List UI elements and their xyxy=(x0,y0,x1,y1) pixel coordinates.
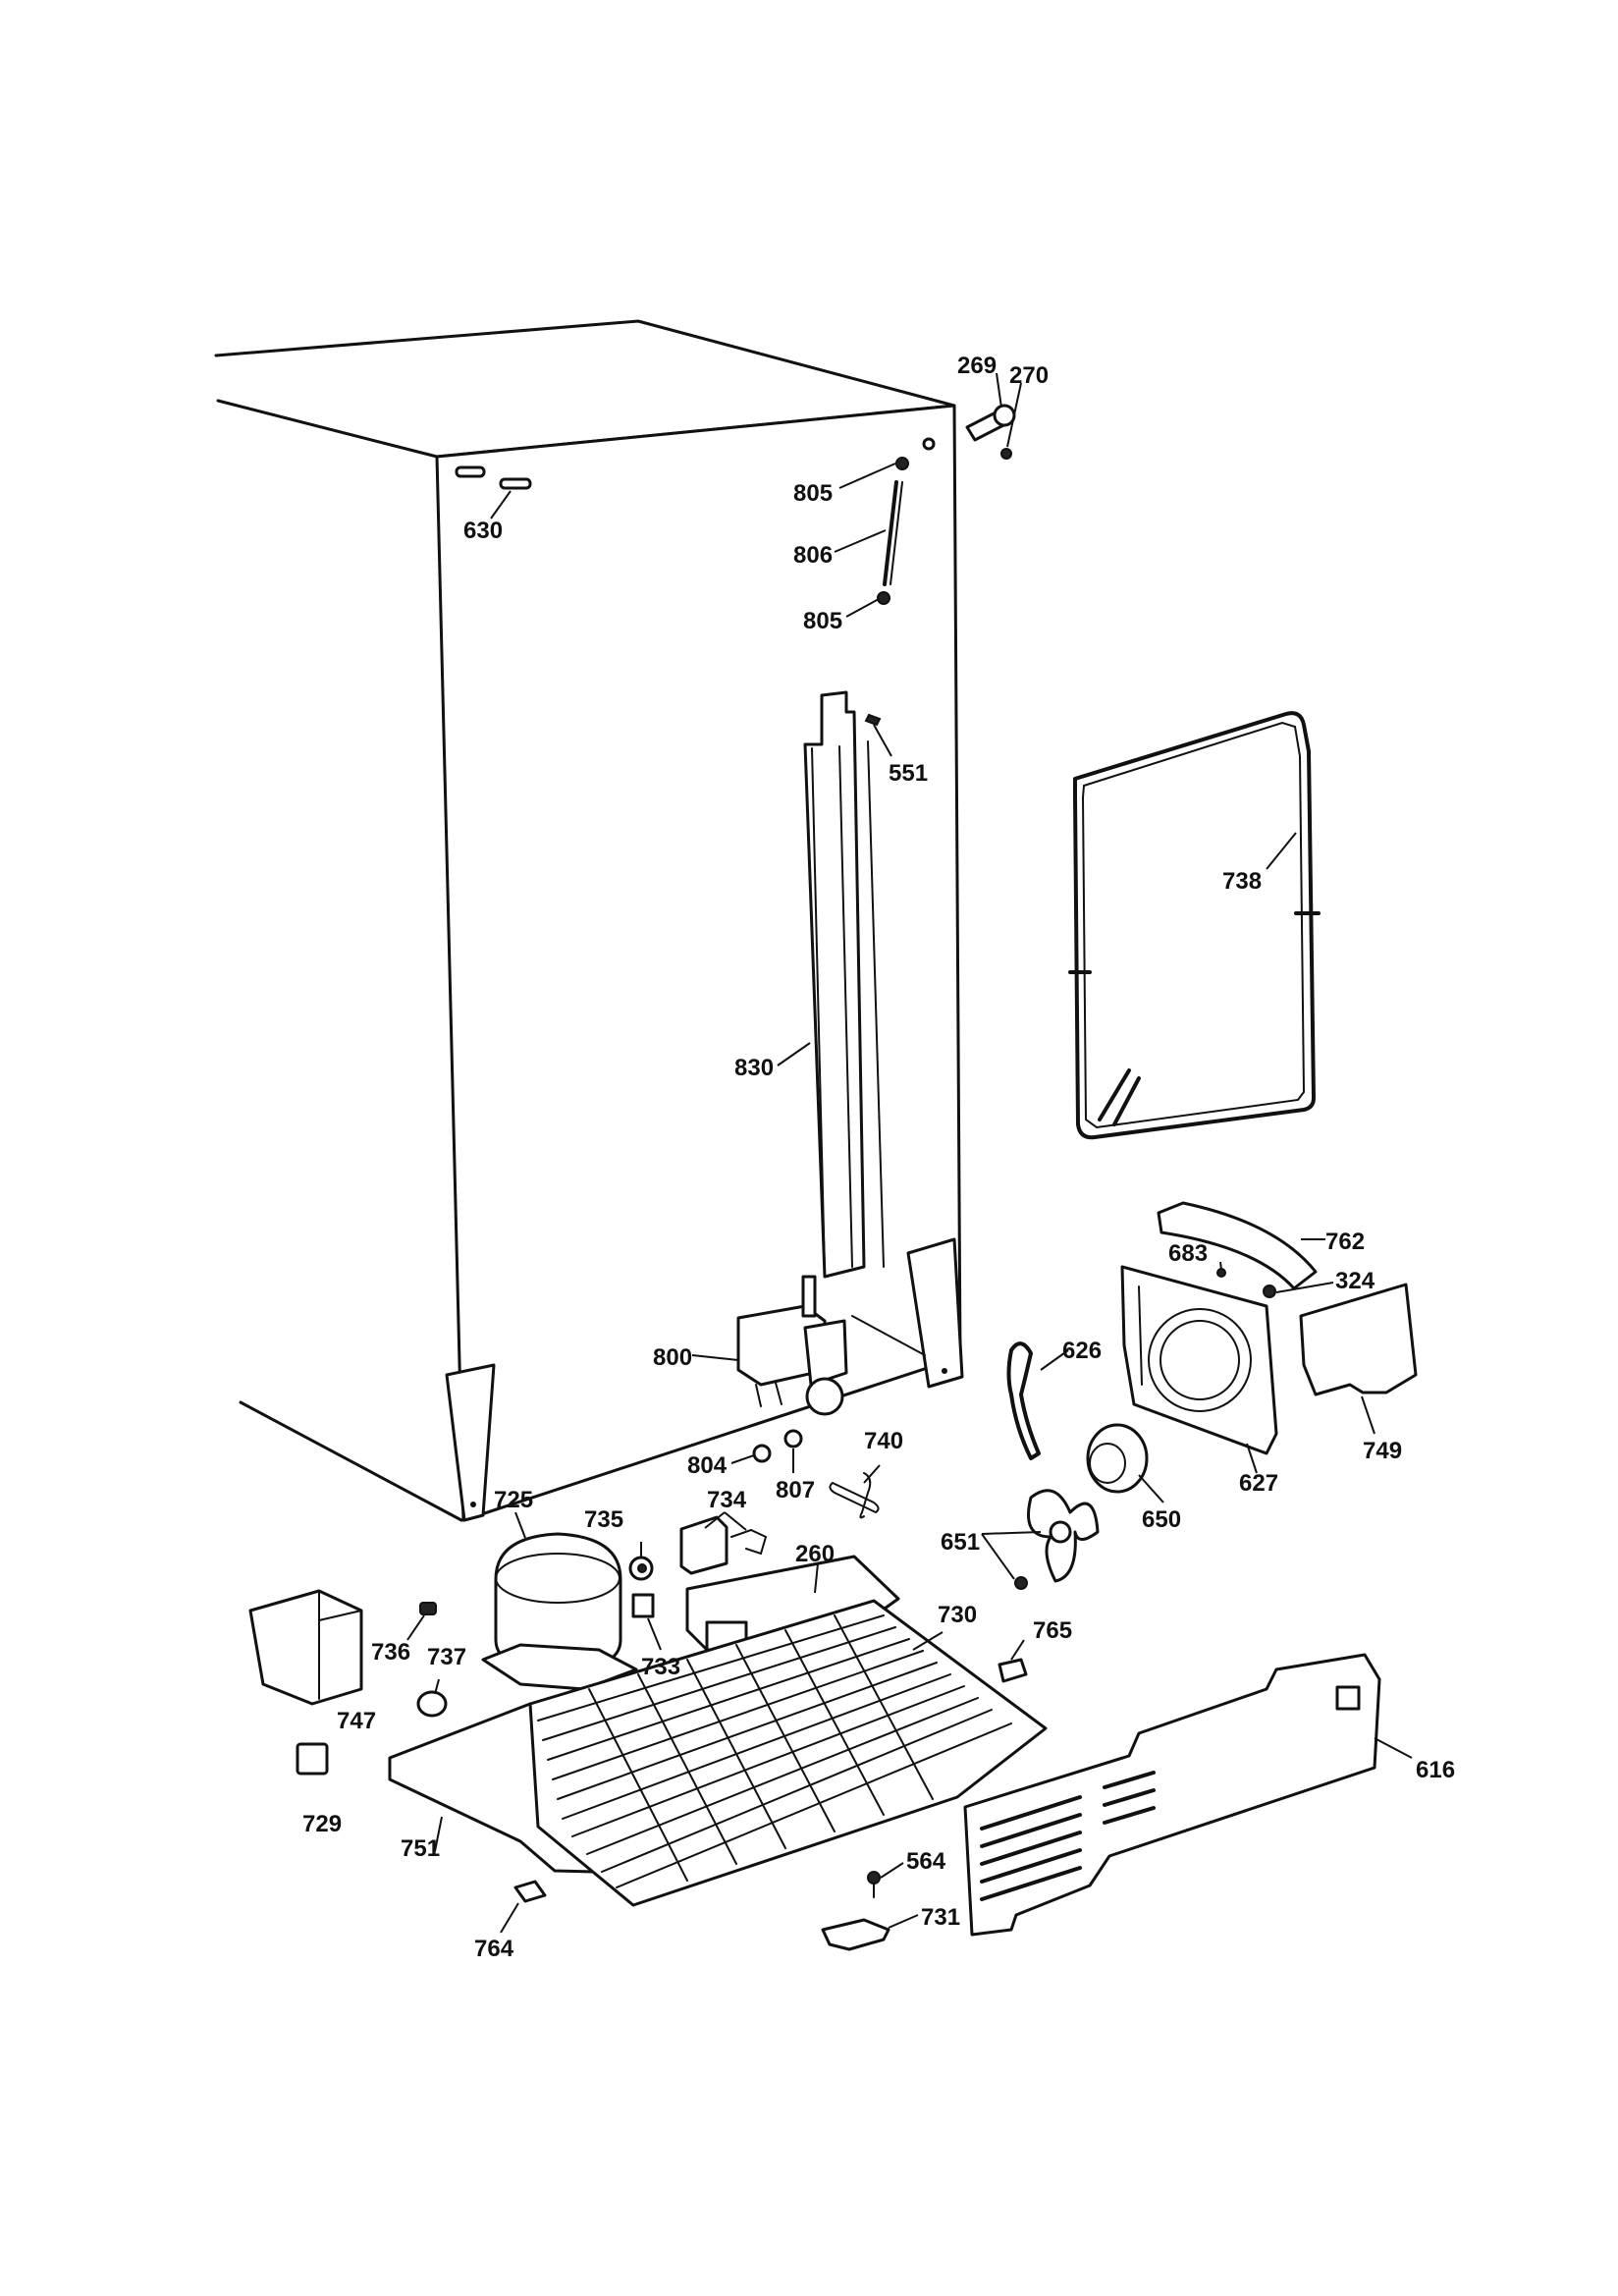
callout-735: 735 xyxy=(584,1506,623,1533)
callout-729: 729 xyxy=(302,1811,342,1837)
callout-830: 830 xyxy=(734,1055,774,1081)
callout-731: 731 xyxy=(921,1904,960,1931)
seal-part xyxy=(1068,711,1321,1140)
grille-part xyxy=(963,1653,1381,1937)
insulator-part xyxy=(1157,1201,1318,1290)
compressor-part xyxy=(481,1532,638,1691)
fan-bracket-part xyxy=(1006,1341,1041,1460)
fan-blade-part xyxy=(1014,1489,1100,1590)
callout-747: 747 xyxy=(337,1708,376,1734)
callout-564: 564 xyxy=(906,1848,946,1875)
callout-269: 269 xyxy=(957,353,997,379)
clip-765 xyxy=(998,1658,1028,1683)
callout-805-bottom: 805 xyxy=(803,608,842,634)
callout-807: 807 xyxy=(776,1477,815,1503)
callout-764: 764 xyxy=(474,1936,514,1962)
callout-683: 683 xyxy=(1168,1240,1208,1267)
fan-motor-part xyxy=(1086,1423,1149,1494)
callout-736: 736 xyxy=(371,1639,410,1666)
callout-733: 733 xyxy=(641,1654,680,1680)
door-stop-part xyxy=(965,404,1016,460)
callout-762: 762 xyxy=(1325,1229,1365,1255)
callout-270: 270 xyxy=(1009,362,1049,389)
water-tube-part xyxy=(877,457,909,605)
callout-765: 765 xyxy=(1033,1617,1072,1644)
callout-627: 627 xyxy=(1239,1470,1278,1497)
callout-737: 737 xyxy=(427,1644,466,1670)
screw-564 xyxy=(867,1871,881,1898)
clip-part xyxy=(829,1472,880,1519)
callout-751: 751 xyxy=(401,1835,440,1862)
water-valve-part xyxy=(736,1275,848,1463)
callout-551: 551 xyxy=(889,760,928,787)
callout-805-top: 805 xyxy=(793,480,833,507)
clip-731 xyxy=(821,1918,890,1951)
callout-749: 749 xyxy=(1363,1438,1402,1464)
leader-lines xyxy=(406,372,1413,1934)
callout-804: 804 xyxy=(687,1452,728,1479)
callout-734: 734 xyxy=(707,1487,747,1513)
callout-324: 324 xyxy=(1335,1268,1375,1294)
callout-616: 616 xyxy=(1416,1757,1455,1783)
fan-shroud-part xyxy=(1120,1265,1278,1455)
relay-parts xyxy=(296,1515,768,1776)
callout-738: 738 xyxy=(1222,868,1262,895)
callout-labels: 269 270 630 805 806 805 551 738 830 762 … xyxy=(302,353,1455,1962)
callout-740: 740 xyxy=(864,1428,903,1454)
callout-651: 651 xyxy=(941,1529,980,1556)
condenser-coil-part xyxy=(528,1599,1048,1907)
callout-650: 650 xyxy=(1142,1506,1181,1533)
callout-800: 800 xyxy=(653,1344,692,1371)
clip-764 xyxy=(513,1880,547,1903)
channel-part xyxy=(803,690,885,1279)
callout-730: 730 xyxy=(938,1602,977,1628)
bracket-part xyxy=(248,1589,363,1706)
callout-260: 260 xyxy=(795,1541,835,1567)
cover-part xyxy=(1299,1283,1418,1396)
callout-630: 630 xyxy=(463,518,503,544)
callout-725: 725 xyxy=(494,1487,533,1513)
callout-626: 626 xyxy=(1062,1338,1102,1364)
callout-806: 806 xyxy=(793,542,833,569)
